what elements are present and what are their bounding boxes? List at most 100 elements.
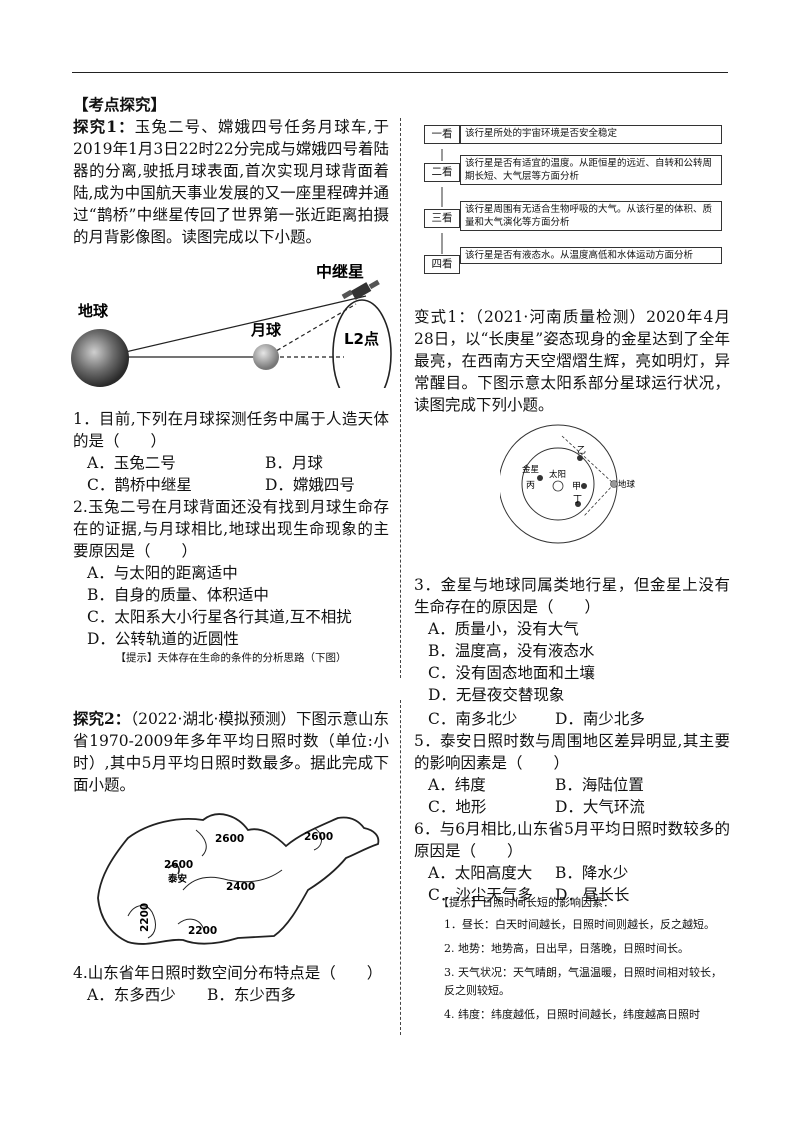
bing-label: 丙 <box>526 480 535 491</box>
flow-step-1-text: 该行星所处的宇宙环境是否安全稳定 <box>460 125 722 144</box>
moon-globe <box>253 344 279 370</box>
q5-option-c[interactable]: C．地形 <box>428 798 487 816</box>
q3-option-c[interactable]: C．没有固态地面和土壤 <box>428 664 595 682</box>
label-2600-b: 2600 <box>304 831 333 843</box>
city-label: 泰安 <box>167 873 188 885</box>
earth-label: 地球 <box>78 302 109 320</box>
tip-2: 2. 地势：地势高，日出早，日落晚，日照时间长。 <box>444 942 689 955</box>
q6-text: 6．与6月相比,山东省5月平均日照时数较多的原因是（ ） <box>414 820 730 860</box>
variant1-intro-block: 变式1：（2021·河南质量检测）2020年4月28日，以“长庚星”姿态现身的金… <box>414 306 730 416</box>
ding-label: 丁 <box>573 495 582 505</box>
flow-step-4-text: 该行星是否有液态水。从温度高低和水体运动方面分析 <box>460 247 722 264</box>
q3-option-d[interactable]: D．无昼夜交替现象 <box>428 686 565 704</box>
left-column-top: 【考点探究】 探究1：玉兔二号、嫦娥四号任务月球车,于2019年1月3日22时2… <box>73 94 389 248</box>
q5-text: 5．泰安日照时数与周围地区差异明显,其主要的影响因素是（ ） <box>414 732 730 772</box>
isoline-2400 <box>182 869 283 891</box>
q5-options-row1: A．纬度 B．海陆位置 <box>414 774 730 796</box>
q4-text: 4.山东省年日照时数空间分布特点是（ ） <box>73 964 383 982</box>
label-2200-a: 2200 <box>139 903 151 932</box>
label-2600-a: 2600 <box>215 833 244 845</box>
q2-text: 2.玉兔二号在月球背面还没有找到月球生命存在的证据,与月球相比,地球出现生命现象… <box>73 498 389 560</box>
flow-step-1-label: 一看 <box>424 125 460 144</box>
q1-option-b[interactable]: B．月球 <box>265 454 323 472</box>
q6-options-row1: A．太阳高度大 B．降水少 <box>414 862 730 884</box>
venus-label: 金星 <box>522 464 539 475</box>
q4-option-b[interactable]: B．东少西多 <box>207 986 296 1004</box>
jia-label: 甲 <box>572 481 581 492</box>
sunshine-tips: 【提示】日照时间长短的影响因素： 1．昼长：白天时间越长，日照时间则越长，反之越… <box>414 894 730 1024</box>
earth-moon-diagram: 地球 月球 中继星 L2点 <box>71 264 392 388</box>
label-2600-c: 2600 <box>164 859 193 871</box>
q4-options-row1: A．东多西少 B．东少西多 <box>73 984 389 1006</box>
earth-label-2: 地球 <box>618 479 636 490</box>
q1-text: 1．目前,下列在月球探测任务中属于人造天体的是（ ） <box>73 410 389 450</box>
q6-options-row2: C．沙尘天气多 D．昼长长 <box>414 884 730 906</box>
q6-option-d[interactable]: D．昼长长 <box>555 886 630 904</box>
q4-option-c[interactable]: C．南多北少 <box>428 710 518 728</box>
tip-1: 1．昼长：白天时间越长，日照时间则越长，反之越短。 <box>444 918 715 931</box>
q1-intro: 探究1：玉兔二号、嫦娥四号任务月球车,于2019年1月3日22时22分完成与嫦娥… <box>73 117 389 246</box>
isoline-2600-a <box>195 829 207 857</box>
moon-label: 月球 <box>250 321 282 339</box>
q1-option-a[interactable]: A．玉兔二号 <box>87 454 176 472</box>
column-divider <box>400 118 401 678</box>
q6-option-a[interactable]: A．太阳高度大 <box>428 864 533 882</box>
q2-option-d[interactable]: D．公转轨道的近圆性 <box>87 630 239 648</box>
taian-contour <box>167 864 180 875</box>
isoline-2200-a <box>127 905 156 939</box>
q4-options-row2: C．南多北少 D．南少北多 <box>414 708 730 730</box>
q5-option-a[interactable]: A．纬度 <box>428 776 486 794</box>
flow-step-2: 二看 该行星是否有适宜的温度。从距恒星的远近、自转和公转周期长短、大气层等方面分… <box>424 155 730 185</box>
q3-option-a[interactable]: A．质量小，没有大气 <box>428 620 579 638</box>
q2-option-c[interactable]: C．太阳系大小行星各行其道,互不相扰 <box>87 608 352 626</box>
q1-option-c[interactable]: C．鹊桥中继星 <box>87 476 192 494</box>
shandong-sunshine-map: 2600 2600 2600 泰安 2400 2200 2200 <box>97 813 380 945</box>
column-divider <box>400 700 401 1035</box>
q5-option-d[interactable]: D．大气环流 <box>555 798 645 816</box>
q2-option-b[interactable]: B．自身的质量、体积适中 <box>87 586 269 604</box>
tips-title: 【提示】日照时间长短的影响因素： <box>438 896 614 909</box>
tip-3: 3. 天气状况：天气晴朗，气温温暖，日照时间相对较长，反之则较短。 <box>444 966 722 997</box>
label-2200-b: 2200 <box>188 925 217 937</box>
q5-option-b[interactable]: B．海陆位置 <box>555 776 644 794</box>
right-lower-block: C．南多北少 D．南少北多 5．泰安日照时数与周围地区差异明显,其主要的影响因素… <box>414 708 730 906</box>
flow-step-3-label: 三看 <box>424 209 460 228</box>
venus-yi-dot <box>577 455 583 461</box>
flow-step-2-label: 二看 <box>424 163 460 182</box>
l2-label: L2点 <box>344 330 379 348</box>
earth-relay-line <box>103 295 367 358</box>
sun-label: 太阳 <box>549 469 566 480</box>
q5-options-row2: C．地形 D．大气环流 <box>414 796 730 818</box>
q4-block: 4.山东省年日照时数空间分布特点是（ ） A．东多西少 B．东少西多 <box>73 962 389 1006</box>
flow-step-4-label: 四看 <box>424 255 460 274</box>
q1-options-row1: A．玉兔二号 B．月球 <box>73 452 389 474</box>
section-header: 【考点探究】 <box>73 95 167 114</box>
isoline-2600-b <box>313 827 322 851</box>
earth-globe <box>71 329 129 387</box>
venus-bing-dot <box>537 475 543 481</box>
province-outline <box>97 813 380 945</box>
flow-step-3-text: 该行星周围有无适合生物呼吸的大气。从该行星的体积、质量和大气演化等方面分析 <box>460 201 722 231</box>
venus-orbit <box>521 447 595 521</box>
q1-options-row2: C．鹊桥中继星 D．嫦娥四号 <box>73 474 389 496</box>
q6-option-c[interactable]: C．沙尘天气多 <box>428 886 533 904</box>
q2-intro-block: 探究2：（2022·湖北·模拟预测）下图示意山东省1970-2009年多年平均日… <box>73 708 389 796</box>
earth-dot <box>610 480 618 488</box>
relay-satellite-icon <box>341 279 380 300</box>
q3-block: 3．金星与地球同属类地行星，但金星上没有生命存在的原因是（ ） A．质量小，没有… <box>414 574 730 706</box>
q4-option-a[interactable]: A．东多西少 <box>87 986 176 1004</box>
top-rule <box>72 72 728 73</box>
q1-option-d[interactable]: D．嫦娥四号 <box>265 476 355 494</box>
q1-hint: 【提示】天体存在生命的条件的分析思路（下图） <box>115 652 347 664</box>
q6-option-b[interactable]: B．降水少 <box>555 864 629 882</box>
left-questions: 1．目前,下列在月球探测任务中属于人造天体的是（ ） A．玉兔二号 B．月球 C… <box>73 408 389 666</box>
flow-step-1: 一看 该行星所处的宇宙环境是否安全稳定 <box>424 121 730 151</box>
q2-option-a[interactable]: A．与太阳的距离适中 <box>87 564 238 582</box>
venus-jia-dot <box>581 483 587 489</box>
relay-label: 中继星 <box>316 264 364 281</box>
q3-option-b[interactable]: B．温度高，没有液态水 <box>428 642 595 660</box>
solar-orbit-diagram: 金星 太阳 地球 乙 甲 丙 丁 <box>500 424 636 544</box>
q3-text: 3．金星与地球同属类地行星，但金星上没有生命存在的原因是（ ） <box>414 576 730 616</box>
l2-halo-orbit <box>332 299 392 388</box>
q4-option-d[interactable]: D．南少北多 <box>555 710 645 728</box>
